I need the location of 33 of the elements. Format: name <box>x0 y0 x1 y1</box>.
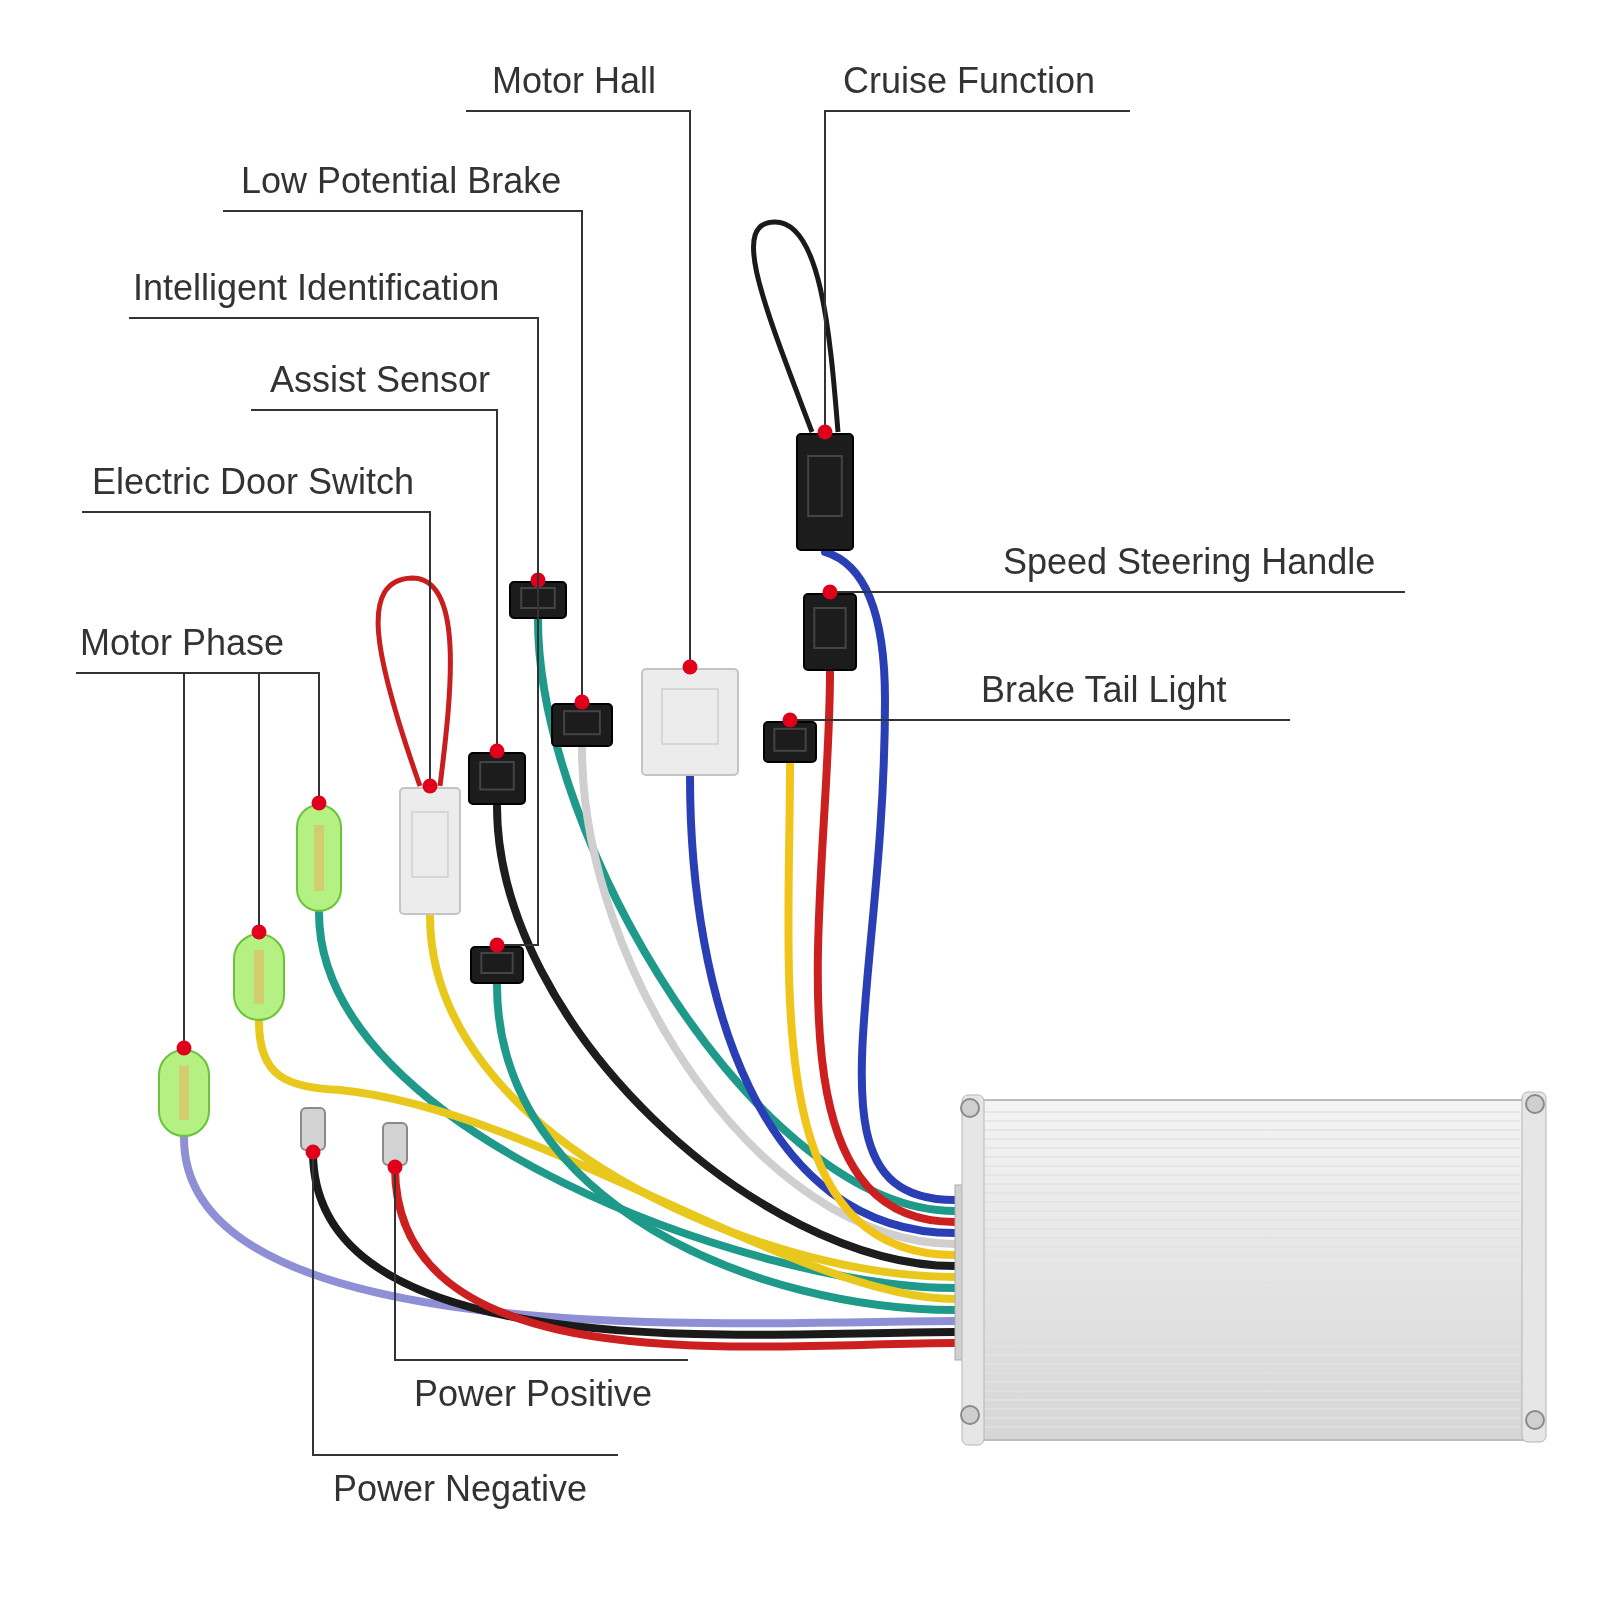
connector-plug <box>467 751 527 806</box>
callout-label: Brake Tail Light <box>830 664 1290 720</box>
connector-housing <box>640 667 740 777</box>
leader-line <box>782 712 1291 728</box>
leader-line <box>817 110 1131 440</box>
connector-housing <box>398 786 462 916</box>
callout-label: Speed Steering Handle <box>830 526 1405 592</box>
callout-label: Electric Door Switch <box>82 458 430 512</box>
leader-line <box>222 210 590 710</box>
leader-line <box>250 409 505 759</box>
leader-line <box>822 584 1406 600</box>
leader-line <box>465 110 698 675</box>
spade-terminal <box>380 1121 410 1167</box>
callout-label: Cruise Function <box>825 55 1130 111</box>
callout-label: Low Potential Brake <box>223 152 582 211</box>
connector-plug <box>762 720 818 764</box>
leader-line <box>81 511 438 794</box>
callout-label: Assist Sensor <box>251 355 497 410</box>
leader-line <box>305 1144 619 1456</box>
callout-label: Intelligent Identification <box>129 258 538 318</box>
leader-line <box>75 672 192 1056</box>
leader-line <box>387 1159 689 1361</box>
connector-plug <box>802 592 858 672</box>
connector-plug <box>508 580 568 620</box>
spade-terminal <box>298 1106 328 1152</box>
callout-label: Motor Hall <box>466 55 690 111</box>
callout-label: Power Positive <box>395 1360 688 1422</box>
connector-plug <box>795 432 855 552</box>
leader-line <box>128 317 539 953</box>
callout-label: Power Negative <box>313 1455 618 1517</box>
callout-label: Motor Phase <box>76 612 319 673</box>
connector-plug <box>550 702 614 748</box>
connector-plug <box>469 945 525 985</box>
